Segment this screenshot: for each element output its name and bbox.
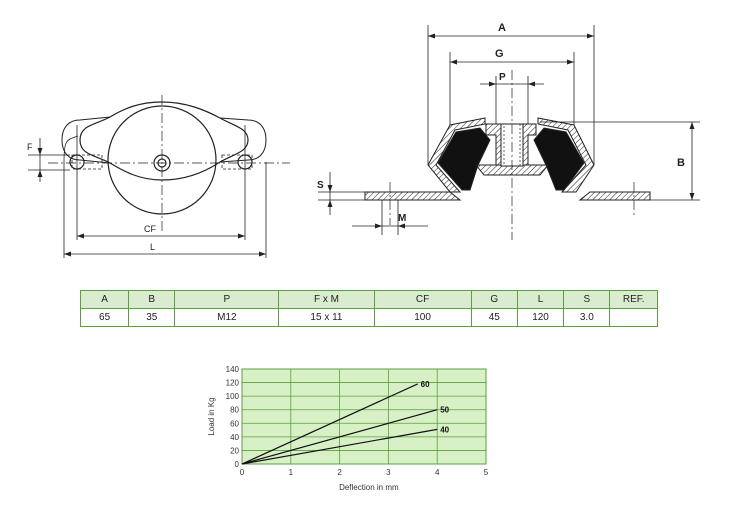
spec-header: L — [516, 290, 565, 309]
spec-header: S — [563, 290, 611, 309]
flange-edge-left-top — [61, 116, 111, 141]
x-tick-label: 1 — [289, 468, 294, 477]
base-flange-right — [578, 191, 651, 201]
spec-header: P — [174, 290, 280, 309]
flange-edge-right-bottom — [219, 139, 267, 163]
y-tick-label: 0 — [235, 460, 240, 469]
slot-hidden-right — [221, 154, 253, 170]
shell-left — [427, 117, 486, 193]
flange-edge-left-bottom — [61, 139, 111, 164]
x-tick-label: 2 — [337, 468, 342, 477]
label-p: P — [499, 72, 506, 83]
spec-header-row: A B P F x M CF G L S REF. — [79, 290, 658, 309]
spec-cell: 120 — [516, 308, 565, 327]
rubber-left — [437, 127, 491, 191]
y-axis-label: Load in Kg — [207, 397, 216, 435]
x-tick-label: 5 — [484, 468, 489, 477]
flange-outline — [79, 101, 249, 181]
series-label-40: 40 — [440, 425, 449, 434]
base-flange-left — [364, 191, 462, 201]
shell-right — [537, 117, 595, 193]
flange-lobe-left — [63, 135, 79, 163]
y-tick-label: 40 — [230, 433, 239, 442]
label-a: A — [498, 22, 506, 34]
spec-header: CF — [373, 290, 472, 309]
x-tick-label: 3 — [386, 468, 391, 477]
section-view-drawing: A G P B S M — [317, 22, 700, 240]
slot-hidden-left — [71, 154, 103, 170]
plot-area — [241, 368, 487, 465]
spec-header: B — [128, 290, 176, 309]
label-s: S — [317, 180, 324, 191]
series-line-60 — [241, 383, 418, 465]
y-tick-label: 60 — [230, 419, 239, 428]
x-tick-label: 0 — [240, 468, 245, 477]
y-tick-label: 140 — [226, 365, 240, 374]
x-axis-label: Deflection in mm — [339, 483, 399, 492]
label-f: F — [27, 142, 33, 152]
rubber-right — [533, 127, 585, 191]
y-tick-label: 100 — [226, 392, 240, 401]
flange-edge-right-top — [219, 117, 267, 141]
spec-cell: 35 — [128, 308, 176, 327]
series-label-50: 50 — [440, 406, 449, 415]
spec-header: G — [470, 290, 518, 309]
spec-cell — [609, 308, 658, 327]
spec-cell: 100 — [373, 308, 472, 327]
y-tick-label: 120 — [226, 379, 240, 388]
spec-cell: 15 x 11 — [278, 308, 375, 327]
spec-header: F x M — [278, 290, 375, 309]
label-m: M — [398, 213, 406, 224]
series-label-60: 60 — [421, 380, 430, 389]
series-line-40 — [241, 428, 438, 465]
label-l: L — [150, 242, 155, 252]
label-b: B — [677, 157, 685, 169]
series-line-50 — [241, 409, 438, 465]
spec-cell: M12 — [174, 308, 280, 327]
spec-header: A — [79, 290, 130, 309]
top-view-drawing: CF L F — [27, 95, 290, 258]
y-tick-label: 20 — [230, 446, 239, 455]
label-g: G — [495, 48, 504, 60]
x-tick-label: 4 — [435, 468, 440, 477]
spec-value-row: 65 35 M12 15 x 11 100 45 120 3.0 — [79, 308, 658, 327]
dome-circle — [107, 105, 217, 215]
spec-header: REF. — [609, 290, 658, 309]
spec-cell: 45 — [470, 308, 518, 327]
spec-cell: 65 — [79, 308, 130, 327]
label-cf: CF — [144, 224, 156, 234]
spec-cell: 3.0 — [563, 308, 611, 327]
y-tick-label: 80 — [230, 406, 239, 415]
spec-table: A B P F x M CF G L S REF. 65 35 M12 15 x… — [79, 290, 658, 327]
